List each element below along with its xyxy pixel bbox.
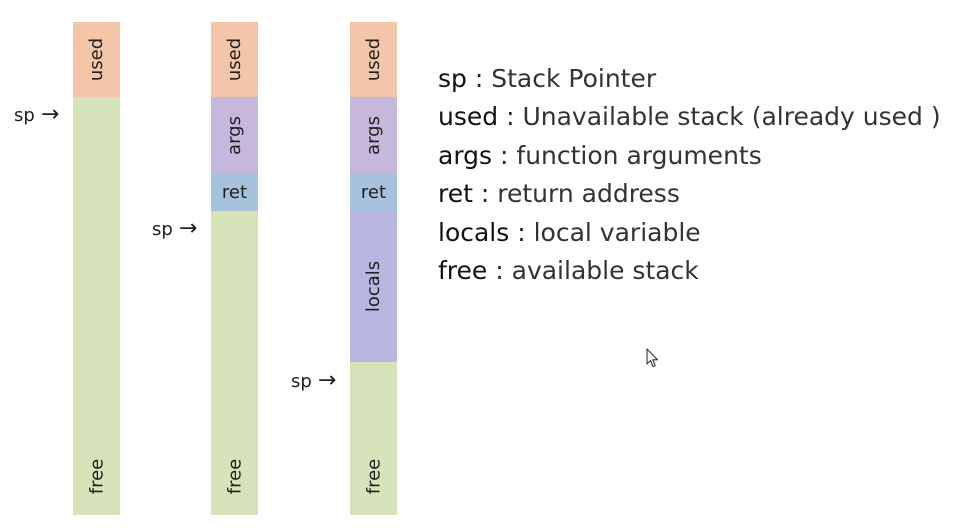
legend-description: available stack — [511, 255, 699, 285]
stack-3-free-segment: free — [350, 362, 397, 515]
legend-description: local variable — [533, 217, 701, 247]
segment-label: locals — [363, 260, 385, 313]
segment-label: free — [224, 458, 245, 495]
segment-label: used — [85, 37, 107, 82]
segment-label: args — [362, 116, 384, 155]
stack-diagram-2: used args ret free — [211, 22, 258, 515]
stack-2-used-segment: used — [211, 22, 258, 97]
legend-row-args: args : function arguments — [438, 137, 941, 175]
segment-label: free — [86, 458, 107, 495]
legend-row-locals: locals : local variable — [438, 214, 941, 252]
sp-label: sp — [14, 104, 35, 126]
stack-3-ret-segment: ret — [350, 174, 397, 211]
stack-3-used-segment: used — [350, 22, 397, 97]
legend-description: function arguments — [516, 140, 762, 170]
legend-key: sp — [438, 64, 467, 93]
sp-label: sp — [152, 218, 173, 240]
legend-separator: : — [466, 64, 492, 93]
segment-label: args — [223, 116, 245, 155]
mouse-cursor-icon — [646, 348, 659, 368]
legend-separator: : — [509, 217, 534, 247]
segment-label: ret — [360, 182, 387, 203]
segment-label: used — [223, 37, 245, 82]
legend-description: return address — [497, 179, 680, 209]
segment-label: used — [362, 37, 384, 82]
legend: sp : Stack Pointer used : Unavailable st… — [438, 60, 941, 290]
segment-label: free — [363, 458, 384, 495]
stack-diagram-1: used free — [73, 22, 120, 515]
legend-row-free: free : available stack — [438, 252, 941, 290]
legend-separator: : — [487, 255, 512, 285]
stack-2-sp-pointer: sp → — [152, 218, 197, 240]
stack-1-sp-pointer: sp → — [14, 104, 59, 126]
stack-2-args-segment: args — [211, 97, 258, 174]
legend-key: free — [438, 255, 488, 285]
segment-label: ret — [221, 182, 248, 203]
right-arrow-icon: → — [317, 368, 337, 393]
legend-key: args — [438, 140, 493, 170]
legend-separator: : — [498, 102, 523, 132]
legend-description: Unavailable stack (already used ) — [522, 102, 941, 132]
legend-separator: : — [472, 179, 498, 209]
legend-row-sp: sp : Stack Pointer — [438, 60, 941, 98]
legend-description: Stack Pointer — [491, 64, 657, 93]
stack-3-sp-pointer: sp → — [291, 370, 336, 392]
legend-key: locals — [438, 217, 510, 247]
stack-3-args-segment: args — [350, 97, 397, 174]
legend-row-ret: ret : return address — [438, 175, 941, 213]
legend-row-used: used : Unavailable stack (already used ) — [438, 98, 941, 136]
stack-1-used-segment: used — [73, 22, 120, 97]
legend-separator: : — [492, 140, 517, 170]
right-arrow-icon: → — [40, 102, 60, 127]
right-arrow-icon: → — [178, 216, 198, 241]
stack-diagram-3: used args ret locals free — [350, 22, 397, 515]
stack-2-ret-segment: ret — [211, 174, 258, 211]
legend-key: ret — [438, 179, 473, 209]
stack-3-locals-segment: locals — [350, 211, 397, 362]
sp-label: sp — [291, 370, 312, 392]
legend-key: used — [438, 102, 499, 132]
stack-1-free-segment: free — [73, 97, 120, 515]
stack-2-free-segment: free — [211, 211, 258, 515]
